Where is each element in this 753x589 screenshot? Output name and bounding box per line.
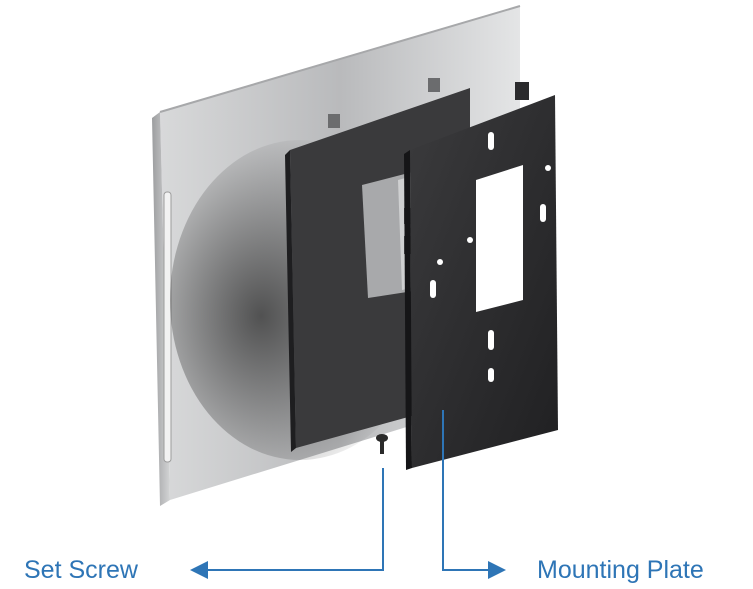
plate-hole-3	[545, 165, 551, 171]
mounting-plate-leader	[442, 410, 506, 579]
plate-slot-1	[488, 132, 494, 150]
housing-tab-1	[328, 114, 340, 128]
arrow-head-icon	[488, 561, 506, 579]
plate-hole-2	[437, 259, 443, 265]
panel-side-slot	[163, 191, 172, 463]
housing-tab-2	[428, 78, 440, 92]
plate-edge	[404, 150, 412, 470]
plate-slot-2	[540, 204, 546, 222]
plate-slot-4	[488, 330, 494, 350]
screw-icon	[376, 434, 388, 454]
plate-cutout	[476, 165, 523, 312]
screw-head	[376, 434, 388, 442]
plate-slot-3	[430, 280, 436, 298]
set-screw-label: Set Screw	[24, 556, 138, 584]
mounting-plate	[404, 82, 558, 470]
plate-slot-5	[488, 368, 494, 382]
mounting-plate-label: Mounting Plate	[537, 556, 704, 584]
set-screw-leader	[190, 468, 384, 579]
plate-hole-1	[467, 237, 473, 243]
screw-shaft	[380, 440, 384, 454]
back-housing-edge	[285, 150, 296, 452]
arrow-head-icon	[190, 561, 208, 579]
panel-top-edge	[159, 5, 521, 113]
plate-top-hook	[515, 82, 529, 100]
